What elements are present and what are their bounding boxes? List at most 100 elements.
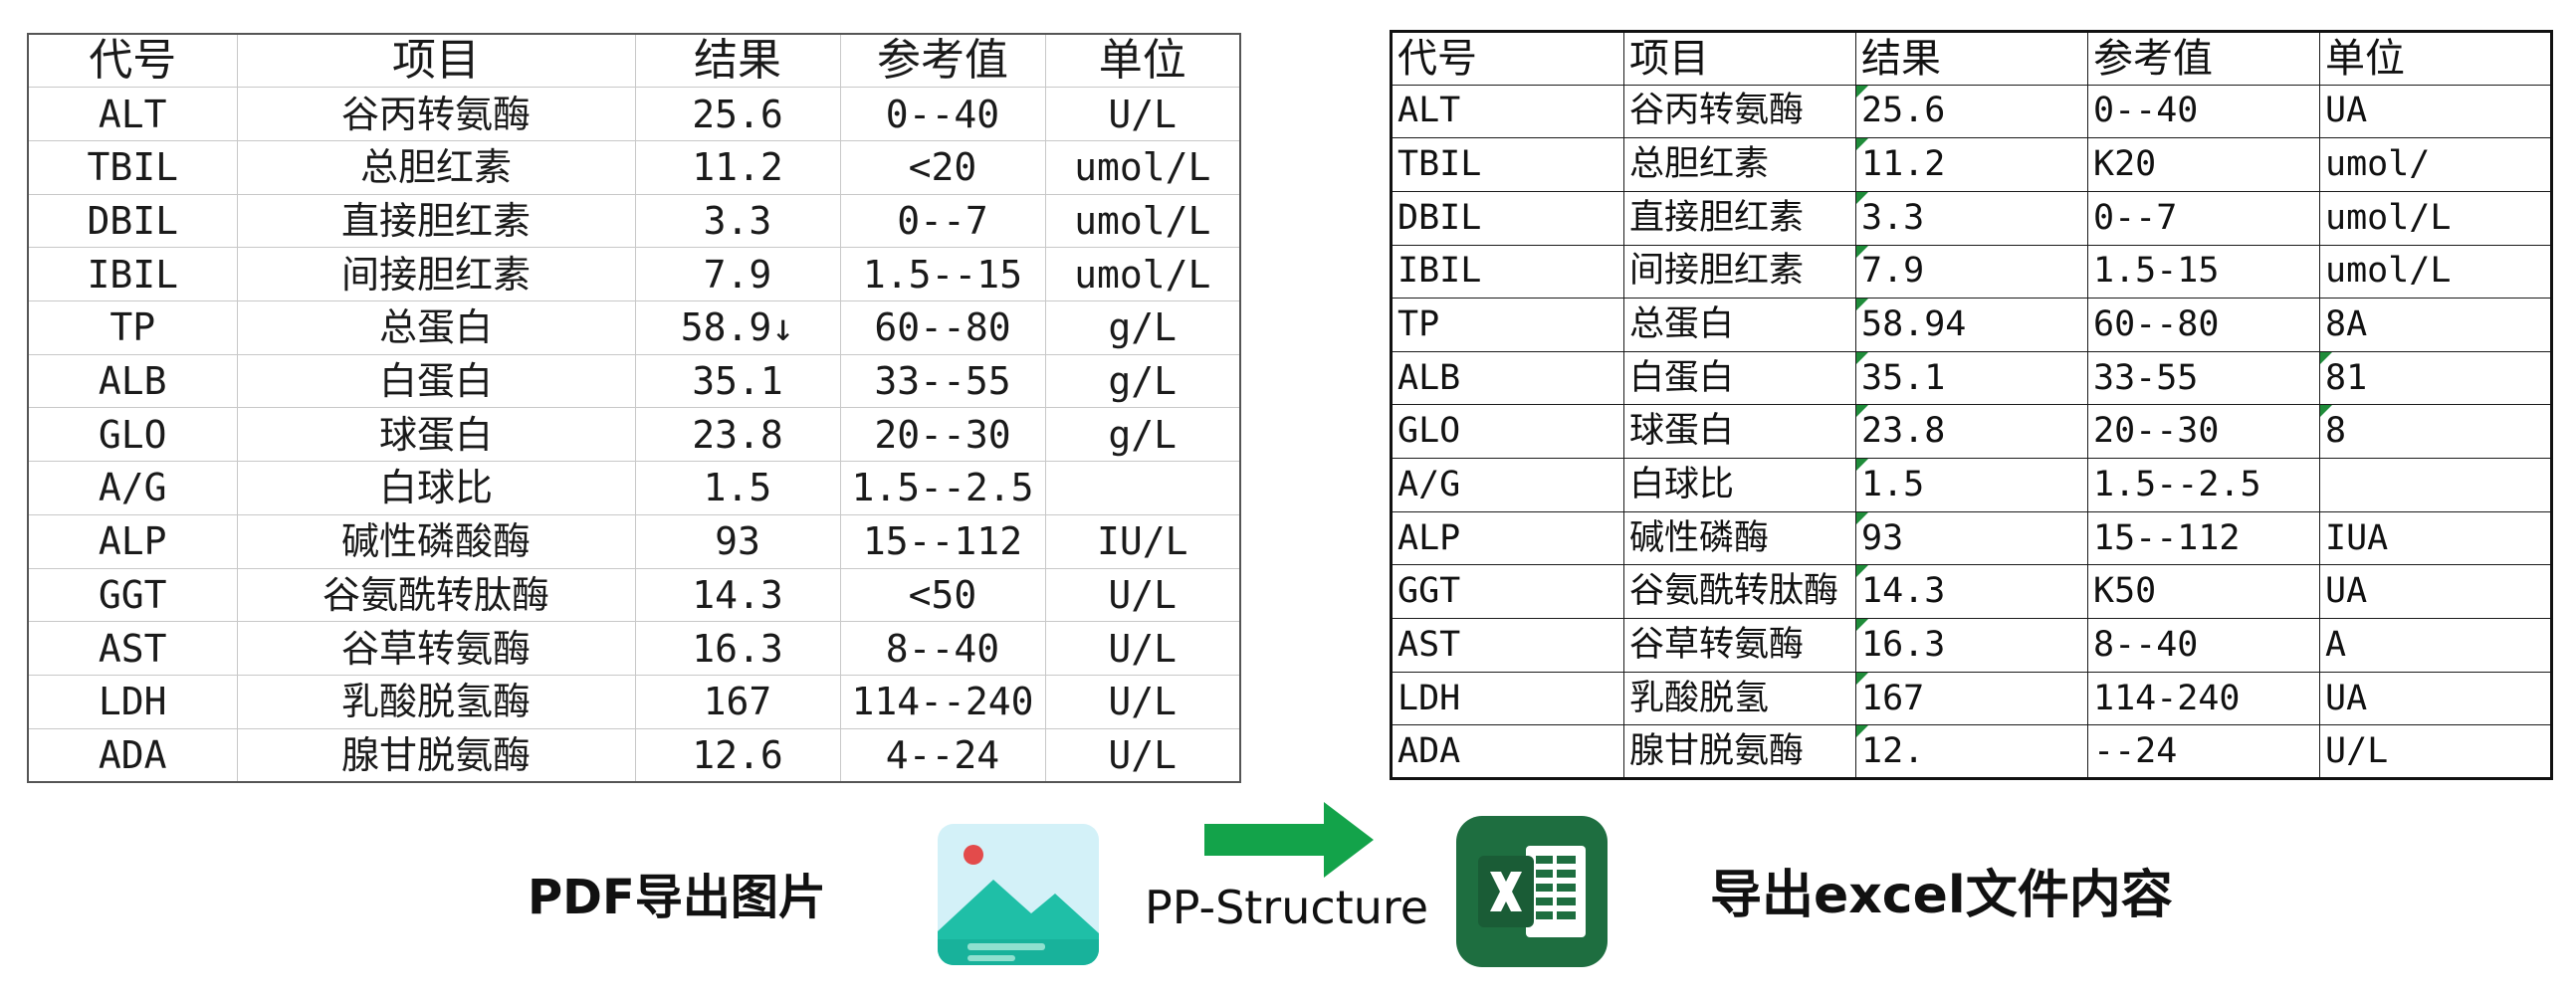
excel-table-cell: 谷氨酰转肽酶 [1623, 564, 1856, 620]
pdf-table-cell: TBIL [28, 140, 237, 195]
pdf-table-cell: 球蛋白 [236, 407, 635, 463]
excel-table-cell: 间接胆红素 [1623, 244, 1856, 300]
pdf-table-cell: 谷氨酰转肽酶 [236, 568, 635, 623]
pdf-table-header-row: 代号项目结果参考值单位 [28, 34, 1240, 89]
excel-table-cell: 3.3 [1855, 190, 2088, 246]
pdf-table-cell: 乳酸脱氢酶 [236, 675, 635, 729]
pdf-table-cell: 11.2 [634, 140, 840, 195]
pdf-table-cell: 4--24 [839, 728, 1045, 782]
excel-table-cell: 14.3 [1855, 564, 2088, 620]
excel-table-cell: 白蛋白 [1623, 350, 1856, 406]
pdf-table-cell: 白蛋白 [236, 354, 635, 409]
pdf-table-cell: 腺甘脱氨酶 [236, 728, 635, 782]
pdf-table-cell: 直接胆红素 [236, 194, 635, 249]
excel-table-cell: ALT [1391, 84, 1624, 139]
excel-table-cell: 8--40 [2087, 618, 2320, 673]
excel-table-cell: K50 [2087, 564, 2320, 620]
pdf-table-header-cell: 代号 [28, 34, 237, 89]
excel-table-cell: UA [2319, 671, 2552, 726]
excel-table-cell: 81 [2319, 350, 2552, 406]
pdf-table-header-cell: 参考值 [839, 34, 1045, 89]
pdf-table-cell: U/L [1044, 728, 1240, 782]
excel-table-header-cell: 结果 [1855, 31, 2088, 86]
excel-table-header-row: 代号项目结果参考值单位 [1391, 31, 2552, 86]
excel-table-cell: 碱性磷酶 [1623, 510, 1856, 566]
pdf-table-cell: 白球比 [236, 461, 635, 515]
excel-table-header-cell: 代号 [1391, 31, 1624, 86]
excel-table-cell: 8A [2319, 298, 2552, 352]
pdf-table-cell: <50 [839, 568, 1045, 623]
pdf-table-cell: 8--40 [839, 621, 1045, 676]
excel-table-cell: 谷草转氨酶 [1623, 618, 1856, 673]
pdf-table-cell: GGT [28, 568, 237, 623]
excel-table-cell: LDH [1391, 671, 1624, 726]
pdf-table-cell: 58.9↓ [634, 300, 840, 355]
pdf-table-cell: g/L [1044, 407, 1240, 463]
pdf-table-cell: U/L [1044, 675, 1240, 729]
pdf-table-cell: AST [28, 621, 237, 676]
pdf-table-cell: 3.3 [634, 194, 840, 249]
excel-table-cell: UA [2319, 84, 2552, 139]
pdf-table-cell: 总胆红素 [236, 140, 635, 195]
pdf-table-cell: 间接胆红素 [236, 247, 635, 302]
excel-table-cell: 总胆红素 [1623, 137, 1856, 192]
excel-table-cell: 25.6 [1855, 84, 2088, 139]
pdf-table-cell: 33--55 [839, 354, 1045, 409]
excel-table-cell: 腺甘脱氨酶 [1623, 724, 1856, 779]
caption-pp-structure: PP-Structure [1145, 881, 1429, 934]
pdf-table-cell: umol/L [1044, 194, 1240, 249]
excel-table-cell: 60--80 [2087, 298, 2320, 352]
excel-table-cell: 11.2 [1855, 137, 2088, 192]
excel-table-cell: A [2319, 618, 2552, 673]
excel-table-cell: 谷丙转氨酶 [1623, 84, 1856, 139]
pdf-table-cell: 谷草转氨酶 [236, 621, 635, 676]
pdf-table-cell: 114--240 [839, 675, 1045, 729]
excel-table-header-cell: 单位 [2319, 31, 2552, 86]
caption-excel-output: 导出excel文件内容 [1710, 866, 2173, 925]
pdf-table-cell: 总蛋白 [236, 300, 635, 355]
excel-table-cell: IBIL [1391, 244, 1624, 300]
pdf-table-cell: 167 [634, 675, 840, 729]
pdf-table-cell: 16.3 [634, 621, 840, 676]
pdf-table-cell: IBIL [28, 247, 237, 302]
pdf-table-cell: 14.3 [634, 568, 840, 623]
excel-table-cell: GGT [1391, 564, 1624, 620]
excel-table-cell: 球蛋白 [1623, 404, 1856, 460]
pdf-table-cell: GLO [28, 407, 237, 463]
excel-table-cell: --24 [2087, 724, 2320, 779]
excel-table-cell: TBIL [1391, 137, 1624, 192]
pdf-table-cell: 1.5--15 [839, 247, 1045, 302]
excel-icon [1456, 816, 1608, 967]
excel-table-cell: UA [2319, 564, 2552, 620]
caption-pdf-image: PDF导出图片 [528, 870, 826, 925]
excel-table-cell: 33-55 [2087, 350, 2320, 406]
pdf-table-cell: 谷丙转氨酶 [236, 87, 635, 141]
pdf-table-cell: ALB [28, 354, 237, 409]
pdf-table-cell: umol/L [1044, 140, 1240, 195]
pdf-table-cell: 7.9 [634, 247, 840, 302]
excel-table-cell: 直接胆红素 [1623, 190, 1856, 246]
pdf-table-cell: 1.5 [634, 461, 840, 515]
excel-table-cell: 15--112 [2087, 510, 2320, 566]
pdf-table-cell: DBIL [28, 194, 237, 249]
excel-table-header-cell: 项目 [1623, 31, 1856, 86]
excel-table-cell: A/G [1391, 458, 1624, 512]
excel-table-cell: TP [1391, 298, 1624, 352]
excel-table-cell: 0--40 [2087, 84, 2320, 139]
pdf-table-cell: 0--7 [839, 194, 1045, 249]
excel-table-cell: DBIL [1391, 190, 1624, 246]
excel-table-cell: 7.9 [1855, 244, 2088, 300]
arrow-right-icon [1204, 802, 1374, 878]
pdf-table-header-cell: 单位 [1044, 34, 1240, 89]
excel-table-cell: 白球比 [1623, 458, 1856, 512]
pdf-table-cell: TP [28, 300, 237, 355]
excel-table-cell: 8 [2319, 404, 2552, 460]
